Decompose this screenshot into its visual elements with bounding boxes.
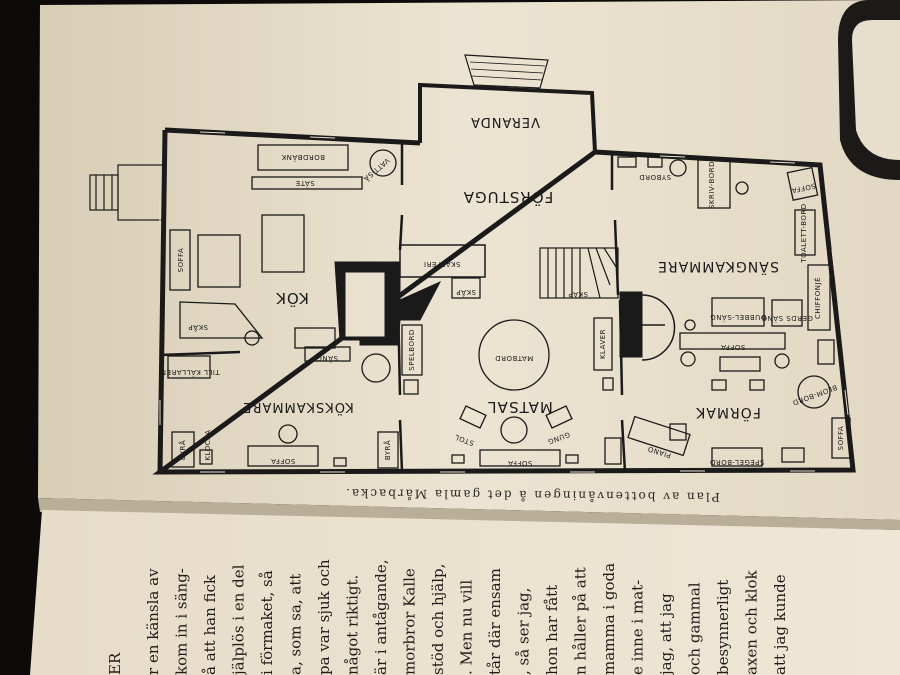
label-byra-right: BYRÅ: [383, 440, 392, 460]
room-label-kokskammare: KÖKSKAMMARE: [242, 399, 354, 416]
text-line: n håller på att: [572, 567, 590, 675]
text-line: i förmaket, så: [258, 570, 276, 675]
kokskammare-furniture: [171, 424, 399, 469]
text-line: a, som sa, att: [287, 574, 305, 675]
label-skap-pantry: SKÅP: [456, 288, 476, 297]
label-klaver: KLAVER: [599, 329, 607, 359]
label-chiffonje: CHIFFONJÉ: [813, 277, 822, 319]
text-line: axen och klok: [743, 570, 761, 675]
page-header-fragment: ER: [106, 652, 124, 675]
label-sybord: SYBORD: [639, 173, 671, 181]
text-line: besynnerligt: [714, 580, 732, 675]
label-skrivbord: SKRIV-BORD: [708, 161, 716, 209]
plan-caption: Plan av bottenvåningen å det gamla Mårba…: [344, 486, 720, 505]
label-soffa-kokskammare: SOFFA: [271, 457, 296, 465]
text-line: . Men nu vill: [458, 580, 476, 675]
text-line: pa var sjuk och: [315, 559, 333, 675]
room-label-formak: FÖRMAK: [695, 404, 761, 422]
upper-page: [38, 0, 900, 520]
text-line: något riktigt.: [344, 575, 362, 675]
label-sate: SÄTE: [295, 179, 315, 188]
text-line: jälplös i en del: [230, 564, 248, 675]
floor-plan: [89, 54, 856, 475]
text-line: kom in i säng-: [173, 568, 191, 675]
matsal-furniture: [451, 317, 622, 467]
label-dubbelsang: DUBBEL-SÄNG: [710, 313, 766, 322]
room-label-veranda: VERANDA: [470, 114, 540, 129]
room-label-matsal: MATSAL: [487, 398, 553, 416]
text-line: att jag kunde: [771, 574, 789, 675]
label-skap-kitchen: SKÅP: [188, 323, 208, 332]
text-line: tår där ensam: [486, 568, 504, 675]
label-spelbord: SPELBORD: [408, 329, 416, 370]
label-bordbank: BORDBÄNK: [281, 153, 325, 162]
body-text-block: r en känsla av kom in i säng-å att han fi…: [144, 559, 789, 675]
label-sang-kitchen: SÄNG: [316, 354, 338, 363]
label-matbord: MATBORD: [495, 354, 534, 362]
text-line: stöd och hjälp,: [429, 564, 447, 675]
text-line: hon har fått: [543, 585, 561, 675]
text-line: r en känsla av: [144, 568, 162, 675]
skafferi-box: [399, 244, 486, 278]
label-soffa-formak-right: SOFFA: [837, 426, 845, 451]
label-byra-left: BYRÅ: [178, 440, 187, 460]
room-label-kok: KÖK: [275, 289, 309, 308]
formak-furniture: [627, 332, 851, 467]
label-skap-stairs: SKÅP: [568, 290, 588, 299]
label-soffa-matsal: SOFFA: [508, 459, 533, 467]
label-till-kallaren: TILL KÄLLAREN: [160, 368, 220, 377]
text-line: , så ser jag,: [515, 588, 533, 675]
veranda: [418, 54, 597, 153]
label-gerds-sang: GERDS SÄNG: [761, 314, 813, 323]
binder-clip-icon: [838, 0, 900, 180]
windows: [159, 131, 849, 473]
text-line: mamma i goda: [600, 563, 618, 675]
label-skafferi: SKAFFERI: [423, 260, 460, 268]
text-line: morbror Kalle: [401, 568, 419, 675]
lower-page: [30, 510, 900, 675]
text-line: å att han fick: [201, 574, 219, 675]
label-klocka: KLOCKA: [204, 430, 212, 461]
label-soffa-kitchen: SOFFA: [177, 248, 185, 273]
side-steps: [89, 164, 164, 221]
label-soffa-formak: SOFFA: [721, 343, 746, 351]
text-line: jag, att jag: [657, 593, 675, 675]
staircase: [539, 247, 619, 299]
kitchen-furniture: [167, 144, 481, 395]
label-toalettbord: TOALETT-BORD: [800, 203, 808, 263]
text-line: och gammal: [686, 582, 704, 675]
room-label-sangkammare: SÄNGKAMMARE: [657, 258, 779, 276]
page-edge-shadow: [38, 498, 900, 530]
chimney-block: [334, 261, 676, 361]
text-line: är i antågande,: [372, 560, 390, 675]
room-label-forstuga: FÖRSTUGA: [463, 188, 553, 207]
label-spegelbord: SPEGEL-BORD: [710, 458, 765, 466]
sangkammare-furniture: [617, 156, 831, 331]
text-line: e inne i mat-: [629, 580, 647, 675]
